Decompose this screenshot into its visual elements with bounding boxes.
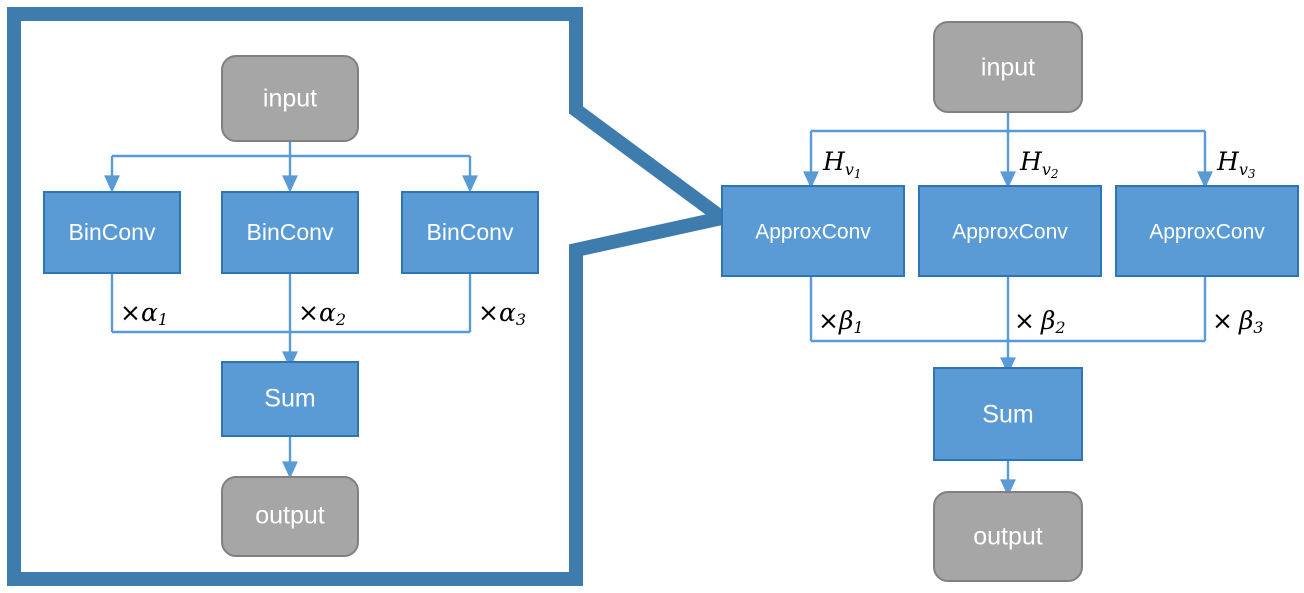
left-output-shape bbox=[221, 476, 359, 557]
right-connectors bbox=[803, 113, 1213, 497]
right-output-label: output bbox=[973, 523, 1043, 551]
callout-outline bbox=[7, 7, 739, 586]
left-binconv-2[interactable]: BinConv bbox=[221, 191, 359, 274]
left-scale-label-3: ×α3 bbox=[478, 298, 526, 329]
h-v2-text: Hv2 bbox=[1019, 147, 1059, 181]
right-approxconv-2[interactable]: ApproxConv bbox=[918, 185, 1102, 277]
right-edge-label-2: Hv2 bbox=[1019, 147, 1059, 181]
left-sum-node[interactable]: Sum bbox=[221, 361, 359, 437]
right-output-node[interactable]: output bbox=[933, 491, 1083, 582]
beta-2-text: ×β2 bbox=[1014, 306, 1066, 337]
right-approxconv-2-shape bbox=[918, 185, 1102, 277]
left-sum-label: Sum bbox=[264, 385, 315, 413]
left-binconv-1-label: BinConv bbox=[69, 219, 156, 245]
left-connectors bbox=[104, 141, 478, 479]
left-binconv-3[interactable]: BinConv bbox=[401, 191, 539, 274]
left-scale-label-2: ×α2 bbox=[298, 298, 346, 329]
left-input-label: input bbox=[263, 85, 317, 113]
right-sum-shape bbox=[933, 367, 1083, 461]
right-input-node[interactable]: input bbox=[933, 21, 1083, 113]
right-approxconv-3-shape bbox=[1115, 185, 1299, 277]
left-binconv-1[interactable]: BinConv bbox=[43, 191, 181, 274]
left-binconv-2-label: BinConv bbox=[247, 219, 334, 245]
alpha-2-text: ×α2 bbox=[298, 298, 346, 329]
alpha-1-text: ×α1 bbox=[120, 298, 168, 329]
right-input-shape bbox=[933, 21, 1083, 113]
beta-3-text: ×β3 bbox=[1212, 306, 1264, 337]
right-input-label: input bbox=[981, 54, 1035, 82]
left-scale-label-1: ×α1 bbox=[120, 298, 168, 329]
left-output-label: output bbox=[255, 502, 325, 530]
right-sum-node[interactable]: Sum bbox=[933, 367, 1083, 461]
right-approxconv-3-label: ApproxConv bbox=[1149, 221, 1265, 244]
left-binconv-3-shape bbox=[401, 191, 539, 274]
right-approxconv-3[interactable]: ApproxConv bbox=[1115, 185, 1299, 277]
right-approxconv-2-label: ApproxConv bbox=[952, 221, 1068, 244]
left-binconv-3-label: BinConv bbox=[427, 219, 514, 245]
h-v1-text: Hv1 bbox=[822, 147, 862, 181]
right-sum-label: Sum bbox=[982, 401, 1033, 429]
right-approxconv-1-label: ApproxConv bbox=[755, 221, 871, 244]
right-approxconv-1[interactable]: ApproxConv bbox=[721, 185, 905, 277]
right-approxconv-1-shape bbox=[721, 185, 905, 277]
right-edge-label-1: Hv1 bbox=[822, 147, 862, 181]
right-scale-label-1: ×β1 bbox=[818, 306, 864, 337]
alpha-3-text: ×α3 bbox=[478, 298, 526, 329]
right-output-shape bbox=[933, 491, 1083, 582]
right-scale-label-3: ×β3 bbox=[1212, 306, 1264, 337]
left-binconv-2-shape bbox=[221, 191, 359, 274]
left-input-shape bbox=[221, 55, 359, 142]
right-scale-label-2: ×β2 bbox=[1014, 306, 1066, 337]
callout-frame bbox=[7, 7, 739, 586]
left-binconv-1-shape bbox=[43, 191, 181, 274]
left-output-node[interactable]: output bbox=[221, 476, 359, 557]
right-edge-label-3: Hv3 bbox=[1216, 147, 1256, 181]
beta-1-text: ×β1 bbox=[818, 306, 864, 337]
left-sum-shape bbox=[221, 361, 359, 437]
h-v3-text: Hv3 bbox=[1216, 147, 1256, 181]
left-input-node[interactable]: input bbox=[221, 55, 359, 142]
